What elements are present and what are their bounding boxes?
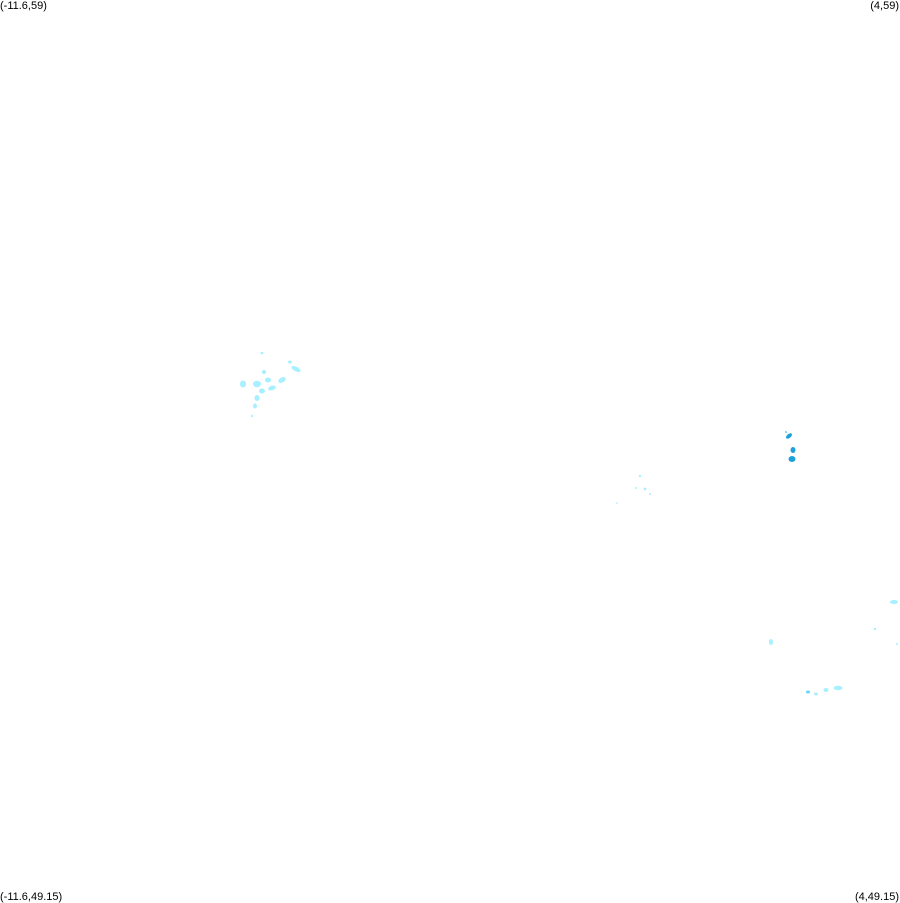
cluster-central [616,474,651,504]
blob [790,447,796,453]
blob [788,456,796,462]
blob [873,627,877,631]
blob [786,433,792,439]
cluster-west [240,351,301,418]
corner-label-top-left: (-11.6,59) [0,0,47,12]
corner-label-bottom-left: (-11.6,49.15) [0,891,63,903]
blob [288,360,292,364]
blob [890,600,898,604]
blob [253,403,257,409]
blob [643,487,647,491]
blob [261,370,267,374]
blob [806,690,810,694]
blob [240,380,246,388]
blob [896,643,898,645]
blob [833,685,843,691]
cluster-east-deep [785,431,796,462]
blob [254,395,260,401]
blob [785,431,787,433]
blob [251,414,253,418]
blob [265,377,271,383]
blob [814,692,818,696]
blob [635,487,637,489]
blob [253,380,261,388]
blob [259,388,265,394]
blob [616,502,618,504]
blob [278,377,286,383]
blob [649,493,651,495]
blob [291,365,301,373]
blob [268,385,276,391]
blob [769,639,773,645]
cluster-southeast [769,600,898,696]
corner-label-top-right: (4,59) [870,0,899,12]
blob [638,474,642,478]
corner-label-bottom-right: (4,49.15) [854,891,899,903]
blob [260,351,264,355]
blob [823,688,829,692]
